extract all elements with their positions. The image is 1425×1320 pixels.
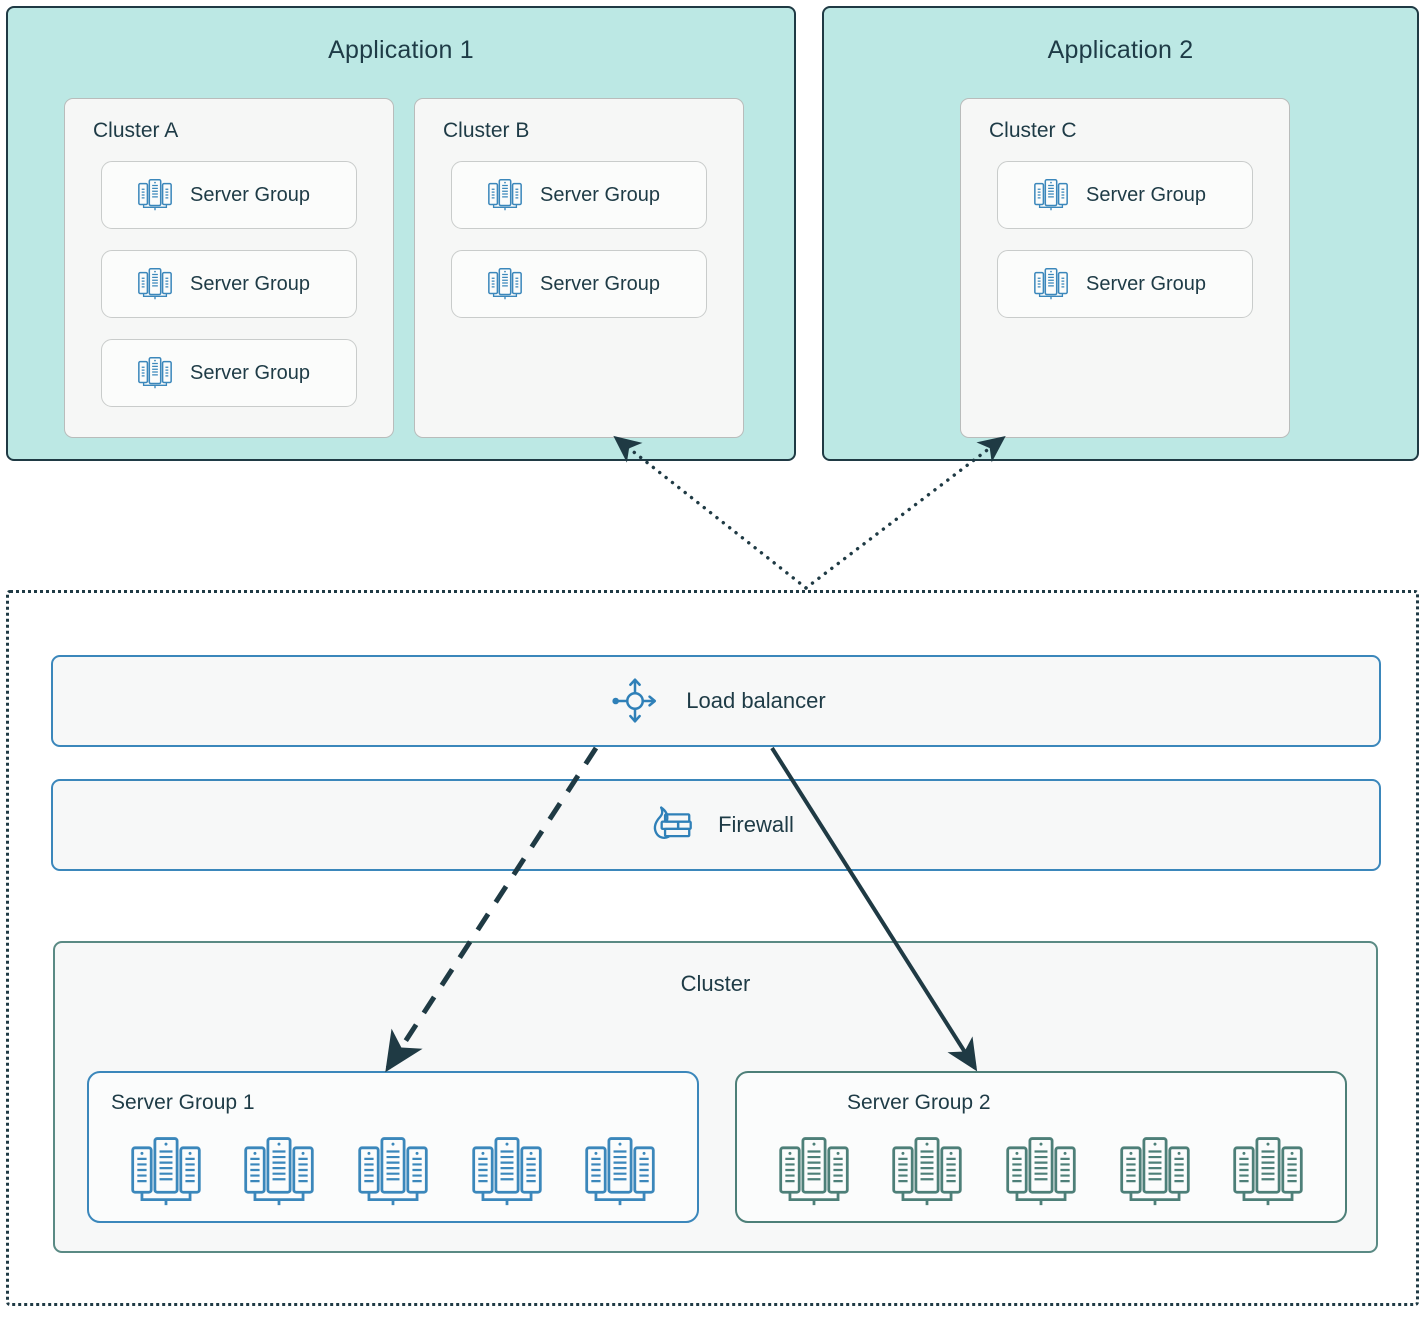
server-group-icon <box>136 176 174 214</box>
application-2-title: Application 2 <box>1047 36 1194 64</box>
server-group-1-title: Server Group 1 <box>111 1091 255 1114</box>
server-group-1-racks <box>89 1131 697 1209</box>
server-group-pill[interactable]: Server Group <box>997 161 1253 229</box>
server-group-pill[interactable]: Server Group <box>101 339 357 407</box>
firewall-icon <box>638 796 696 854</box>
server-group-2-racks <box>737 1131 1345 1209</box>
server-rack-icon <box>1231 1131 1305 1209</box>
server-group-pill[interactable]: Server Group <box>101 250 357 318</box>
server-rack-icon <box>470 1131 544 1209</box>
cluster-c-title: Cluster C <box>989 119 1077 142</box>
infrastructure-cluster-box[interactable]: Cluster Server Group 1 Server Group 2 <box>53 941 1378 1253</box>
server-group-label: Server Group <box>190 183 311 206</box>
server-group-label: Server Group <box>1086 183 1207 206</box>
load-balancer-label: Load balancer <box>686 688 826 713</box>
server-group-label: Server Group <box>190 272 311 295</box>
load-balancer-icon <box>606 672 664 730</box>
load-balancer-bar[interactable]: Load balancer <box>51 655 1381 747</box>
server-rack-icon <box>583 1131 657 1209</box>
server-rack-icon <box>242 1131 316 1209</box>
server-group-pill[interactable]: Server Group <box>997 250 1253 318</box>
server-rack-icon <box>356 1131 430 1209</box>
cluster-b-title: Cluster B <box>443 119 530 142</box>
server-group-icon <box>486 176 524 214</box>
cluster-a-title: Cluster A <box>93 119 179 142</box>
firewall-label: Firewall <box>718 812 794 837</box>
application-1-panel[interactable]: Application 1 Cluster A Server Group <box>6 6 796 461</box>
server-group-icon <box>136 354 174 392</box>
server-group-label: Server Group <box>190 361 311 384</box>
server-rack-icon <box>1118 1131 1192 1209</box>
server-group-icon <box>486 265 524 303</box>
server-rack-icon <box>890 1131 964 1209</box>
application-2-panel[interactable]: Application 2 Cluster C Server Group <box>822 6 1419 461</box>
server-group-pill[interactable]: Server Group <box>101 161 357 229</box>
application-1-title: Application 1 <box>328 36 474 64</box>
server-group-2-box[interactable]: Server Group 2 <box>735 1071 1347 1223</box>
server-rack-icon <box>777 1131 851 1209</box>
server-group-pill[interactable]: Server Group <box>451 250 707 318</box>
server-group-icon <box>136 265 174 303</box>
server-group-label: Server Group <box>540 272 661 295</box>
server-group-label: Server Group <box>1086 272 1207 295</box>
cluster-b-card[interactable]: Cluster B Server Group <box>414 98 744 438</box>
server-rack-icon <box>1004 1131 1078 1209</box>
cluster-a-card[interactable]: Cluster A Server Group <box>64 98 394 438</box>
server-group-icon <box>1032 265 1070 303</box>
infrastructure-panel[interactable]: Load balancer Firewall Cluster Serv <box>6 590 1419 1306</box>
cluster-c-card[interactable]: Cluster C Server Group <box>960 98 1290 438</box>
firewall-bar[interactable]: Firewall <box>51 779 1381 871</box>
server-group-pill[interactable]: Server Group <box>451 161 707 229</box>
server-group-icon <box>1032 176 1070 214</box>
infrastructure-cluster-title: Cluster <box>680 971 751 996</box>
server-group-2-title: Server Group 2 <box>847 1091 991 1114</box>
server-rack-icon <box>129 1131 203 1209</box>
server-group-label: Server Group <box>540 183 661 206</box>
server-group-1-box[interactable]: Server Group 1 <box>87 1071 699 1223</box>
